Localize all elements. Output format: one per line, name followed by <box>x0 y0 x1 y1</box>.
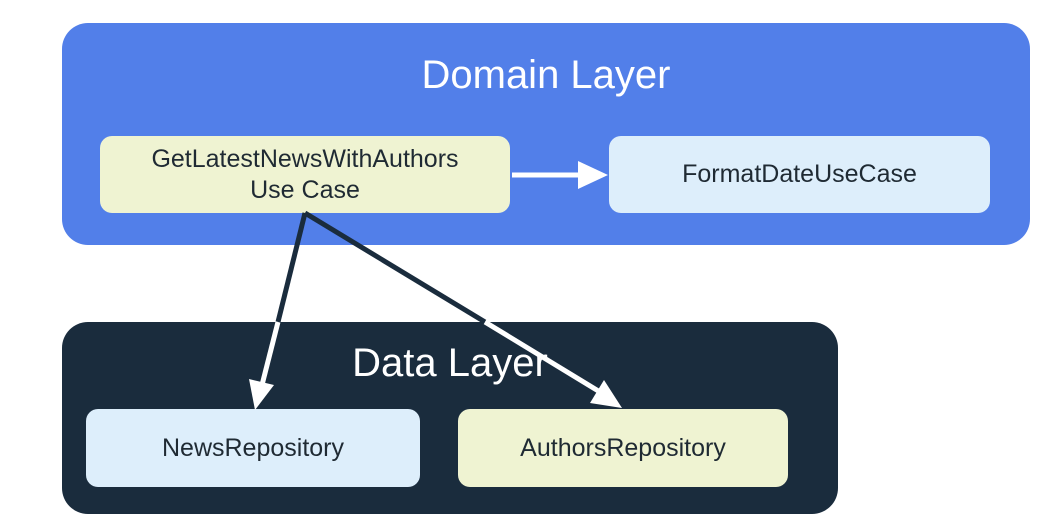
get-latest-news-box-line1: GetLatestNewsWithAuthors <box>151 144 459 173</box>
get-latest-news-box-line2: Use Case <box>250 175 360 204</box>
news-repository-box: NewsRepository <box>86 409 420 487</box>
format-date-use-case-box: FormatDateUseCase <box>609 136 990 213</box>
domain-layer-title: Domain Layer <box>421 53 671 97</box>
format-date-use-case-label: FormatDateUseCase <box>682 160 917 188</box>
get-latest-news-with-authors-use-case-box: GetLatestNewsWithAuthors Use Case <box>100 136 510 213</box>
authors-repository-box: AuthorsRepository <box>458 409 788 487</box>
authors-repository-label: AuthorsRepository <box>520 433 726 462</box>
news-repository-label: NewsRepository <box>161 433 344 462</box>
data-layer-title: Data Layer <box>352 341 548 385</box>
